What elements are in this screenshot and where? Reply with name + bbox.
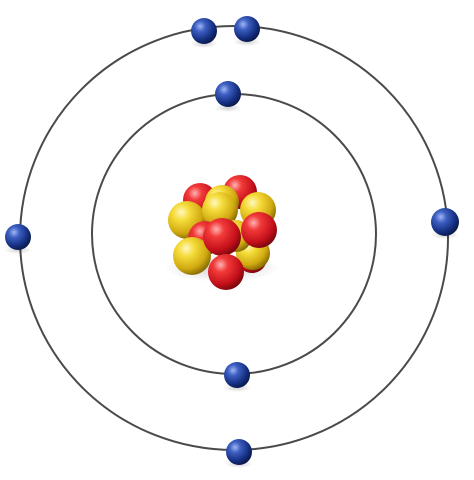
electron-sphere — [226, 439, 252, 465]
nucleus — [164, 175, 280, 290]
electron-sphere — [224, 362, 250, 388]
proton-sphere — [203, 218, 241, 256]
proton-sphere — [208, 254, 244, 290]
proton-sphere — [241, 212, 277, 248]
electron-sphere — [5, 224, 31, 250]
neutron-sphere — [202, 192, 238, 228]
outer-shell-electrons — [4, 16, 459, 468]
neutron-sphere — [173, 237, 211, 275]
electron-sphere — [191, 18, 217, 44]
electron-sphere — [215, 81, 241, 107]
electron-sphere — [234, 16, 260, 42]
inner-shell-electrons — [214, 81, 251, 392]
electron-sphere — [431, 208, 459, 236]
